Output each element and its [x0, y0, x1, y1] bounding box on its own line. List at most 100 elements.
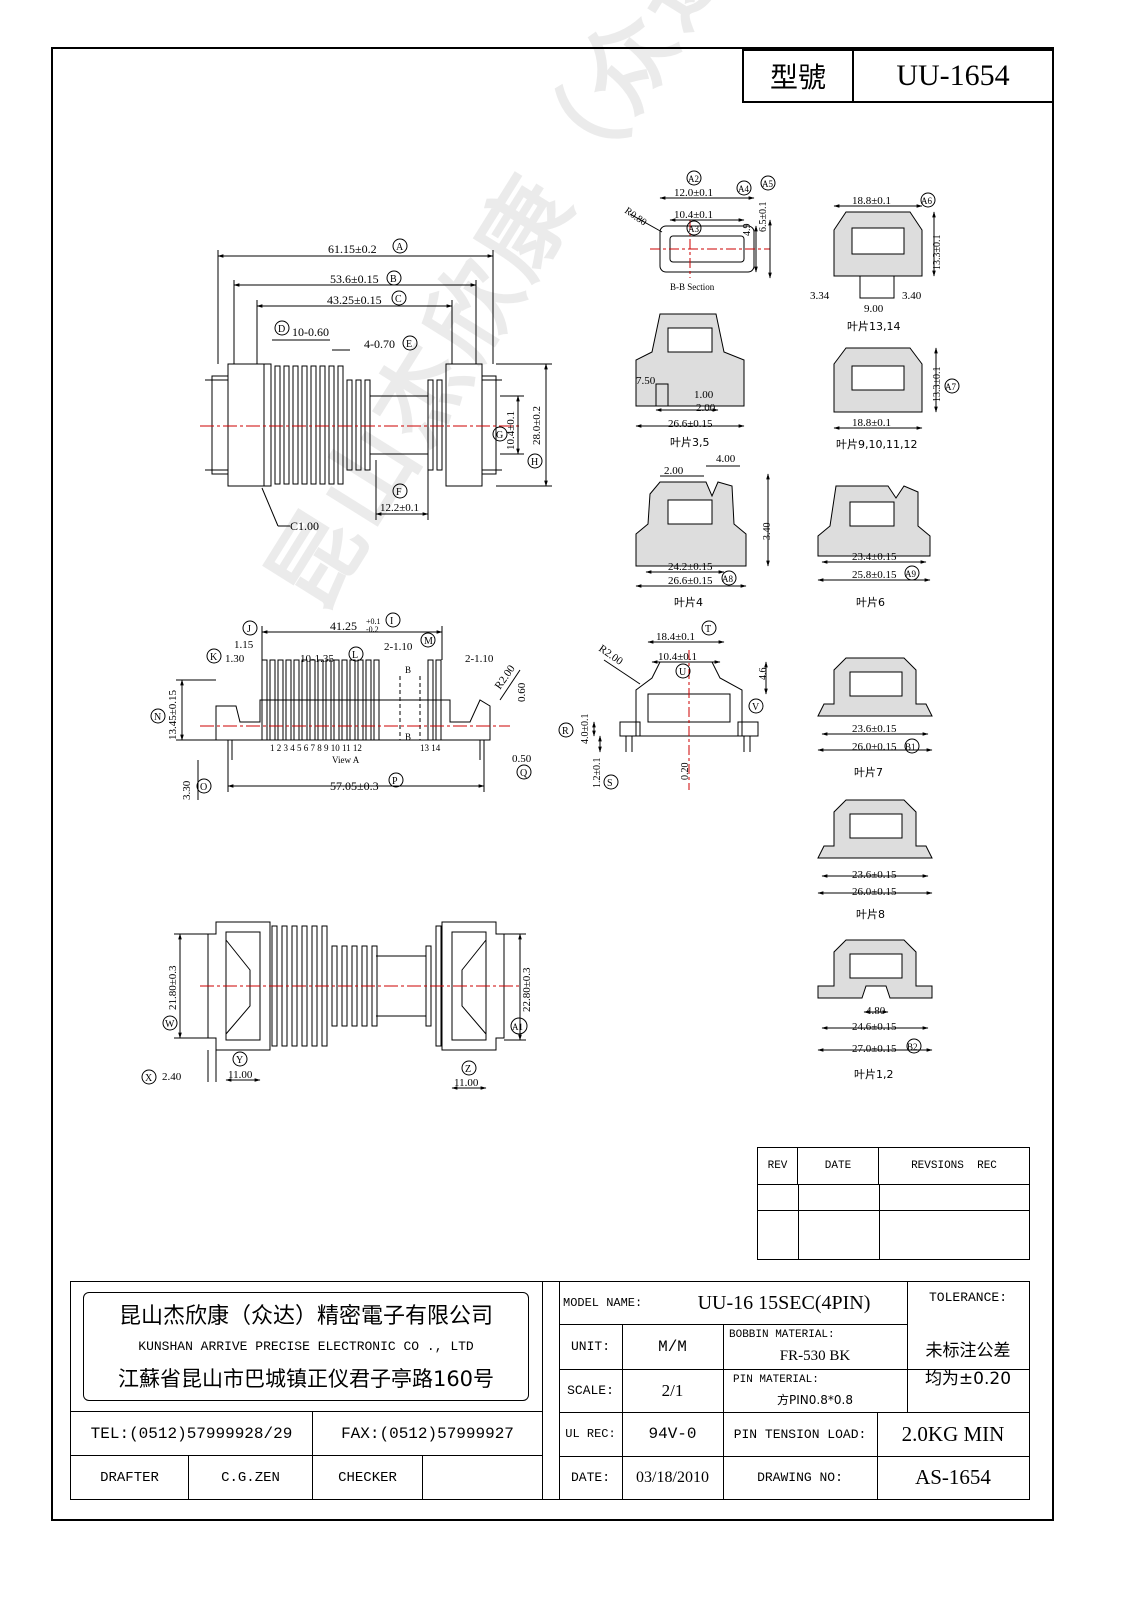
flange-9-12-labels: 13.3±0.1 18.8±0.1 叶片9,10,11,12 [836, 367, 943, 452]
svg-text:K: K [210, 652, 218, 663]
dim-i: 41.25 [330, 619, 357, 633]
dim-g: 10.4±0.1 [505, 411, 517, 450]
svg-text:P: P [392, 776, 398, 787]
svg-text:H: H [531, 457, 538, 468]
bobbin-label: BOBBIN MATERIAL: [729, 1329, 835, 1341]
model-name-label: MODEL NAME: [563, 1296, 643, 1310]
svg-text:A7: A7 [945, 382, 956, 392]
svg-text:B: B [405, 732, 411, 742]
svg-text:22.80±0.3: 22.80±0.3 [521, 967, 533, 1012]
dim-d: 10-0.60 [292, 325, 329, 339]
company-box: 昆山杰欣康（众达）精密電子有限公司 KUNSHAN ARRIVE PRECISE… [83, 1292, 529, 1401]
svg-text:7.50: 7.50 [636, 375, 656, 387]
svg-text:R: R [562, 726, 569, 737]
svg-text:18.8±0.1: 18.8±0.1 [852, 195, 891, 207]
svg-text:26.6±0.15: 26.6±0.15 [668, 575, 713, 587]
svg-text:2.00: 2.00 [664, 465, 684, 477]
tolerance-label: TOLERANCE: [928, 1289, 1007, 1305]
drawing-no-label: DRAWING NO: [757, 1470, 843, 1485]
side-view-labels: 41.25 +0.1 -0.2 1.15 1.30 10-1.35 2-1.10… [167, 617, 532, 800]
top-view [200, 250, 552, 527]
svg-text:A6: A6 [921, 196, 932, 206]
svg-text:R0.80: R0.80 [622, 205, 648, 228]
svg-text:2.00: 2.00 [696, 402, 716, 414]
checker-label: CHECKER [313, 1456, 423, 1499]
svg-text:I: I [390, 616, 393, 627]
dim-c: 43.25±0.15 [327, 293, 382, 307]
svg-text:18.8±0.1: 18.8±0.1 [852, 417, 891, 429]
svg-text:A3: A3 [688, 224, 699, 234]
bottom-view-labels: 21.80±0.3 22.80±0.3 2.40 11.00 11.00 [162, 965, 533, 1089]
front-view-callouts: T U V R S [558, 620, 764, 790]
flange-4-label: 叶片4 [674, 596, 703, 609]
flange-8-label: 叶片8 [856, 908, 885, 921]
ul-label: UL REC: [565, 1427, 616, 1441]
drawing-views: 61.15±0.2 53.6±0.15 43.25±0.15 10-0.60 4… [141, 170, 960, 1090]
model-name-value: UU-16 15SEC(4PIN) [697, 1291, 871, 1314]
svg-text:J: J [247, 624, 251, 635]
svg-text:G: G [496, 430, 503, 441]
date-header: DATE [798, 1148, 879, 1185]
pin-value: 方PIN0.8*0.8 [777, 1392, 853, 1407]
svg-text:D: D [278, 324, 285, 335]
section-bb-labels: 12.0±0.1 10.4±0.1 4.9 6.5±0.1 R0.80 B-B … [622, 187, 769, 292]
dim-m2: 2-1.10 [465, 653, 494, 665]
svg-text:4.0±0.1: 4.0±0.1 [580, 714, 591, 745]
svg-text:4.9: 4.9 [742, 224, 753, 237]
svg-text:B: B [405, 665, 411, 675]
svg-text:Q: Q [520, 768, 528, 779]
scale-label: SCALE: [567, 1383, 614, 1398]
top-view-callouts: A B C D E F G H [274, 238, 543, 499]
svg-text:O: O [200, 782, 207, 793]
svg-text:3.40: 3.40 [762, 523, 773, 541]
svg-text:C: C [395, 294, 402, 305]
svg-text:23.4±0.15: 23.4±0.15 [852, 551, 897, 563]
svg-text:2.40: 2.40 [162, 1071, 182, 1083]
svg-text:3.34: 3.34 [810, 290, 830, 302]
company-cn: 昆山杰欣康（众达）精密電子有限公司 [118, 1304, 493, 1329]
svg-text:1.00: 1.00 [694, 389, 714, 401]
svg-text:U: U [679, 667, 687, 678]
svg-text:N: N [154, 712, 161, 723]
header-model-box: 型號 UU-1654 [742, 49, 1054, 103]
svg-text:V: V [752, 702, 760, 713]
dim-k: 1.30 [225, 653, 245, 665]
fax: FAX:(0512)57999927 [313, 1412, 542, 1456]
flange-6 [817, 485, 931, 582]
drafter-label: DRAFTER [71, 1456, 189, 1499]
svg-text:23.6±0.15: 23.6±0.15 [852, 869, 897, 881]
model-label: 型號 [744, 51, 854, 101]
svg-text:10.4±0.1: 10.4±0.1 [674, 209, 713, 221]
svg-text:4.6: 4.6 [758, 668, 769, 681]
drawing-frame [51, 47, 1054, 1521]
unit-label: UNIT: [570, 1339, 610, 1354]
svg-text:A8: A8 [722, 574, 733, 584]
flange-8-labels: 23.6±0.15 26.0±0.15 叶片8 [852, 869, 897, 921]
dim-j: 1.15 [234, 639, 254, 651]
svg-text:6.5±0.1: 6.5±0.1 [758, 202, 769, 233]
flange-3-5-labels: 7.50 1.00 2.00 26.6±0.15 叶片3,5 [636, 375, 716, 449]
svg-text:11.00: 11.00 [228, 1069, 253, 1081]
svg-text:0.60: 0.60 [516, 682, 528, 702]
svg-text:A2: A2 [688, 174, 699, 184]
svg-text:0.20: 0.20 [680, 763, 691, 781]
pin-numbers-left: 1 2 3 4 5 6 7 8 9 10 11 12 [270, 743, 362, 753]
scale-value: 2/1 [661, 1380, 684, 1400]
svg-text:A1: A1 [512, 1022, 523, 1032]
tolerance-text-2: 均为±0.20 [924, 1368, 1012, 1389]
svg-text:11.00: 11.00 [454, 1077, 479, 1089]
drawing-no-value: AS-1654 [915, 1465, 991, 1489]
svg-text:26.0±0.15: 26.0±0.15 [852, 886, 897, 898]
svg-text:A9: A9 [905, 569, 916, 579]
svg-text:F: F [396, 487, 402, 498]
svg-text:M: M [424, 636, 433, 647]
svg-text:B2: B2 [907, 1042, 918, 1052]
date-label: DATE: [570, 1470, 610, 1485]
svg-text:+0.1: +0.1 [366, 617, 381, 626]
dim-b: 53.6±0.15 [330, 272, 379, 286]
svg-text:B: B [390, 274, 397, 285]
svg-text:-0.2: -0.2 [366, 625, 379, 634]
flange-9-12-label: 叶片9,10,11,12 [836, 438, 917, 451]
dim-p: 57.05±0.3 [330, 779, 379, 793]
svg-text:26.0±0.15: 26.0±0.15 [852, 741, 897, 753]
